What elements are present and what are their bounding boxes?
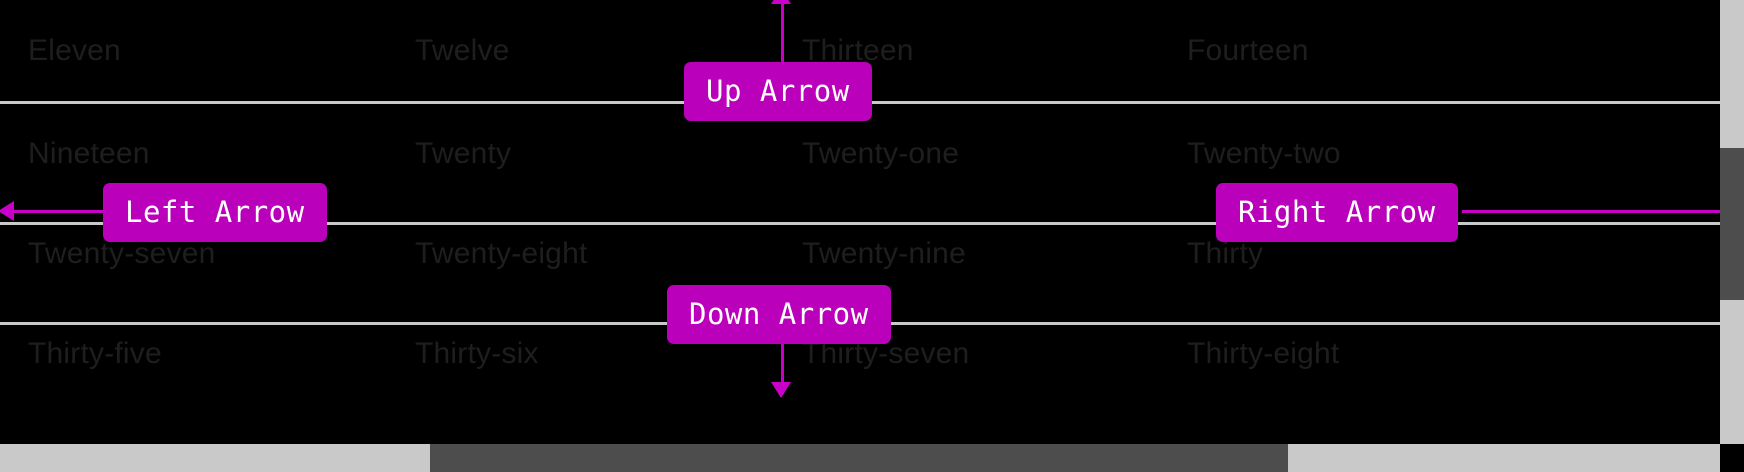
list-item[interactable]: Nineteen	[28, 137, 150, 170]
list-item[interactable]: Twenty-one	[802, 137, 960, 170]
list-item[interactable]: Twenty-eight	[415, 237, 588, 270]
row-divider	[0, 222, 1720, 225]
list-item[interactable]: Thirty-six	[415, 337, 539, 370]
list-item[interactable]: Thirteen	[802, 34, 914, 67]
list-item[interactable]: Thirty-eight	[1187, 337, 1340, 370]
up-arrow-shaft	[781, 4, 784, 62]
scrollbar-corner	[1720, 444, 1744, 472]
up-arrow-icon	[771, 0, 791, 4]
list-item[interactable]: Thirty	[1187, 237, 1264, 270]
list-item[interactable]: Twenty-seven	[28, 237, 216, 270]
list-item[interactable]: Thirty-five	[28, 337, 162, 370]
left-arrow-icon	[0, 201, 14, 221]
vertical-scrollbar[interactable]	[1720, 0, 1744, 444]
table-row: Eleven Twelve Thirteen Fourteen	[0, 1, 1720, 101]
left-arrow-badge[interactable]: Left Arrow	[103, 183, 327, 242]
down-arrow-shaft	[781, 344, 784, 394]
table-row: Twenty-seven Twenty-eight Twenty-nine Th…	[0, 204, 1720, 304]
horizontal-scrollbar[interactable]	[0, 444, 1720, 472]
list-item[interactable]: Twelve	[415, 34, 510, 67]
list-item[interactable]: Twenty	[415, 137, 512, 170]
horizontal-scrollbar-thumb[interactable]	[430, 444, 1288, 472]
right-arrow-badge[interactable]: Right Arrow	[1216, 183, 1458, 242]
list-item[interactable]: Fourteen	[1187, 34, 1309, 67]
table-row: Nineteen Twenty Twenty-one Twenty-two	[0, 104, 1720, 204]
list-item[interactable]: Eleven	[28, 34, 121, 67]
down-arrow-icon	[771, 382, 791, 398]
down-arrow-badge[interactable]: Down Arrow	[667, 285, 891, 344]
up-arrow-badge[interactable]: Up Arrow	[684, 62, 872, 121]
left-arrow-shaft	[8, 210, 104, 213]
right-arrow-shaft	[1462, 210, 1734, 213]
list-item[interactable]: Twenty-two	[1187, 137, 1341, 170]
list-item[interactable]: Twenty-nine	[802, 237, 966, 270]
vertical-scrollbar-thumb[interactable]	[1720, 148, 1744, 300]
